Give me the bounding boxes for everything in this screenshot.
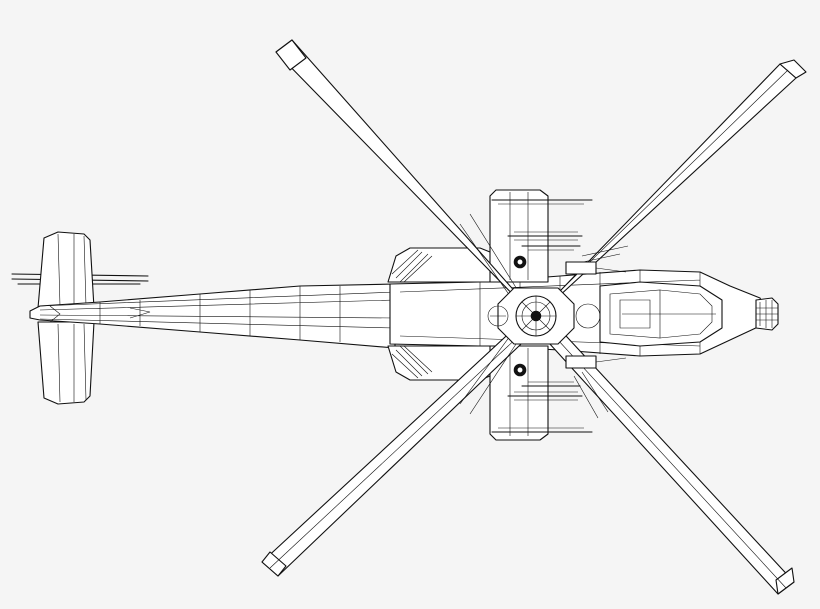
rotor-hub: [487, 287, 575, 345]
tail-boom: [29, 283, 396, 349]
rotor-struts: [459, 213, 629, 419]
nose-sensor: [755, 297, 779, 331]
cockpit: [575, 281, 723, 347]
missile-rails-left: [491, 199, 593, 269]
rotor-blade-2: [529, 59, 807, 323]
rotor-blade-3: [261, 313, 543, 577]
missile-rails-right: [491, 363, 593, 433]
horizontal-stabilizer: [37, 231, 95, 405]
cannon-pods: [565, 261, 627, 369]
engine-nacelle-left: [387, 247, 501, 283]
